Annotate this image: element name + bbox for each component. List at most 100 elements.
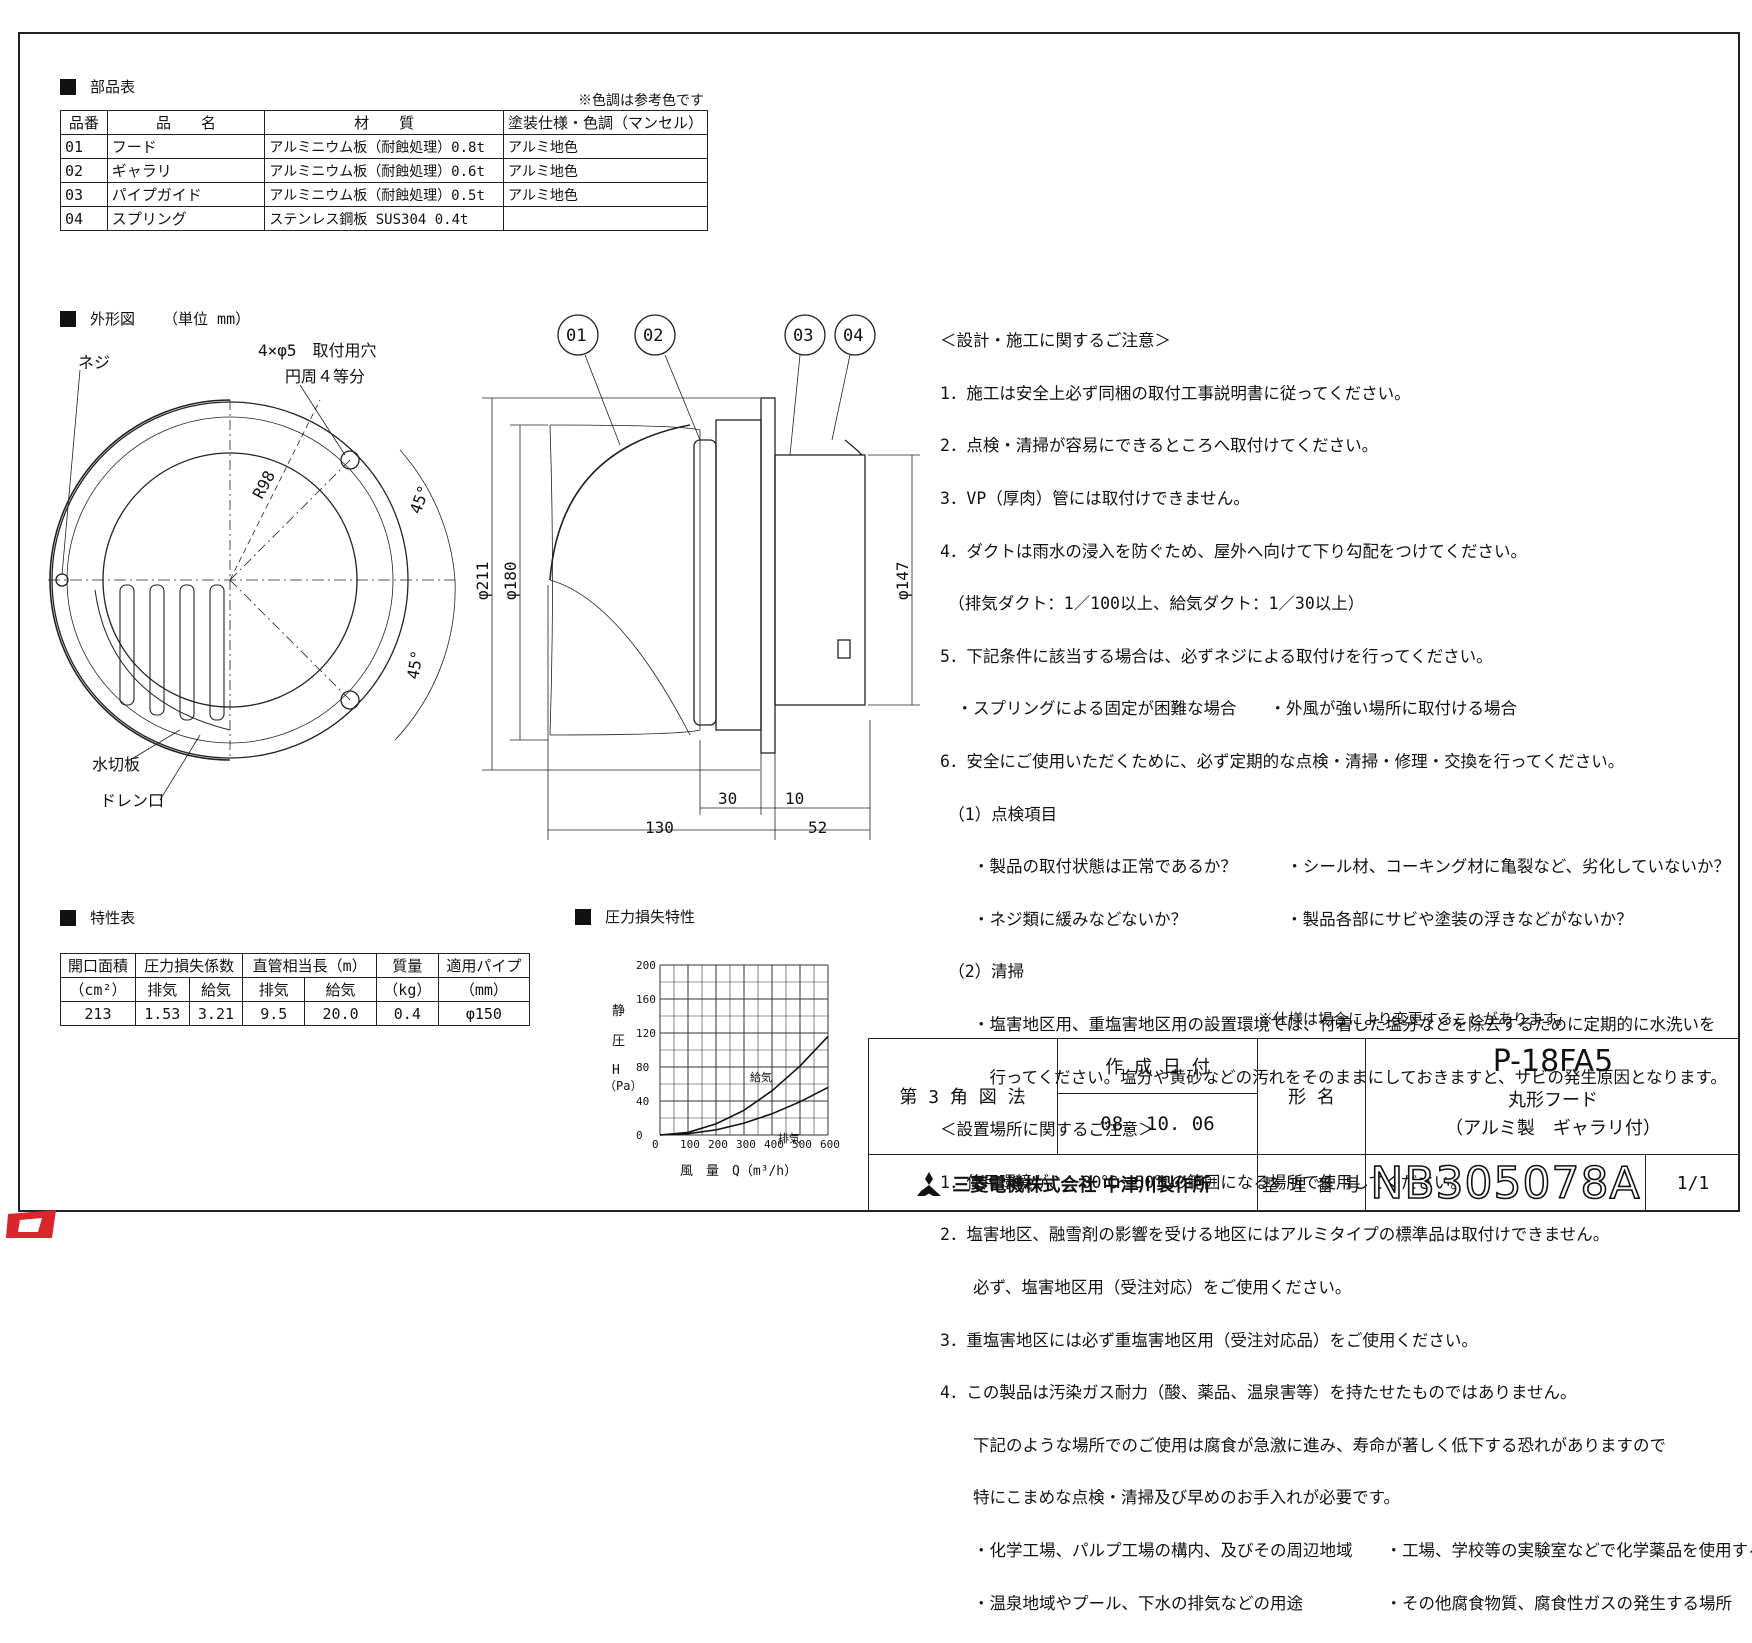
note-item: 3．VP（厚肉）管には取付けできません。 bbox=[940, 489, 1250, 509]
header-cell: 材 質 bbox=[264, 110, 504, 135]
section-bullet-icon bbox=[575, 908, 591, 925]
header-cell: 直管相当長（m） bbox=[242, 953, 377, 978]
header-cell: （mm） bbox=[437, 977, 531, 1002]
table-row: 213 1.53 3.21 9.5 20.0 0.4 φ150 bbox=[60, 1001, 531, 1026]
projection-cell: 第 3 角 図 法 bbox=[868, 1038, 1058, 1154]
note-item: 4．この製品は汚染ガス耐力（酸、薬品、温泉害等）を持たせたものではありません。 bbox=[940, 1383, 1577, 1403]
value-cell: 9.5 bbox=[242, 1001, 306, 1026]
screw-label: ネジ bbox=[78, 353, 110, 372]
y-tick-label: 40 bbox=[636, 1095, 649, 1108]
balloon-03 bbox=[784, 314, 826, 356]
table-row: （cm²） 排気 給気 排気 給気 （kg） （mm） bbox=[60, 977, 531, 1002]
y-tick-label: 0 bbox=[636, 1129, 643, 1142]
balloon-01 bbox=[557, 314, 599, 356]
value-cell: 3.21 bbox=[188, 1001, 244, 1026]
header-cell: 給気 bbox=[188, 977, 244, 1002]
drawing-number: NB305078A bbox=[1366, 1154, 1646, 1212]
drain-label: ドレン口 bbox=[100, 791, 164, 810]
note-item: 2．点検・清掃が容易にできるところへ取付けてください。 bbox=[940, 436, 1379, 456]
date-value: 08. 10. 06 bbox=[1058, 1094, 1258, 1154]
hood-lower-profile bbox=[549, 579, 691, 736]
header-cell: 開口面積 bbox=[60, 953, 136, 978]
y-axis-unit: （Pa） bbox=[604, 1079, 642, 1093]
gallery-edge bbox=[94, 589, 231, 731]
characteristics-title: 特性表 bbox=[60, 907, 135, 928]
holes-label: 4×φ5 取付用穴 bbox=[258, 341, 377, 360]
hood-profile bbox=[549, 424, 691, 581]
section-bullet-icon bbox=[60, 310, 76, 327]
part-number: 02 bbox=[60, 158, 108, 183]
balloon-02 bbox=[634, 314, 676, 356]
y-tick-label: 80 bbox=[636, 1061, 649, 1074]
balloon-04 bbox=[834, 314, 876, 356]
part-name: フード bbox=[106, 134, 266, 159]
leader-line bbox=[129, 729, 181, 761]
outline-drawing: ネジ 4×φ5 取付用穴 円周４等分 R98 45° 45° 水切板 ドレン口 … bbox=[48, 314, 920, 840]
note-item: 行ってください。塩分や黄砂などの汚れをそのままにしておきますと、サビの発生原因と… bbox=[940, 1067, 1727, 1087]
part-material: アルミニウム板（耐蝕処理）0.5t bbox=[264, 182, 504, 207]
radius-line bbox=[229, 399, 321, 581]
mounting-hole bbox=[340, 450, 360, 470]
balloon-02-text: 02 bbox=[643, 326, 663, 346]
spec-change-note: ※仕様は場合により変更することがあります。 bbox=[1258, 1010, 1572, 1028]
product-subtitle: （アルミ製 ギャラリ付） bbox=[1445, 1118, 1661, 1139]
holes-sub-label: 円周４等分 bbox=[285, 367, 365, 386]
part-finish bbox=[502, 206, 709, 231]
flange bbox=[715, 419, 762, 731]
note-item: 1．使用環境が、－30℃～50℃の範囲になる場所で使用してください。 bbox=[940, 1172, 1467, 1192]
table-row: 03 パイプガイド アルミニウム板（耐蝕処理）0.5t アルミ地色 bbox=[60, 182, 709, 207]
parts-table-header: 品番 品 名 材 質 塗装仕様・色調（マンセル） bbox=[60, 110, 709, 135]
section-bullet-icon bbox=[60, 78, 76, 95]
design-notes-header: ＜設計・施工に関するご注意＞ bbox=[940, 331, 1171, 351]
outline-title-text: 外形図 bbox=[90, 310, 136, 328]
header-cell: （kg） bbox=[375, 977, 439, 1002]
note-item: 特にこまめな点検・清掃及び早めのお手入れが必要です。 bbox=[940, 1488, 1401, 1508]
part-finish: アルミ地色 bbox=[502, 182, 709, 207]
part-number: 03 bbox=[60, 182, 108, 207]
note-item: ・製品の取付状態は正常であるか？ ・シール材、コーキング材に亀裂など、劣化してい… bbox=[940, 857, 1731, 877]
unit-label: （単位 mm） bbox=[163, 310, 251, 328]
balloon-03-text: 03 bbox=[793, 326, 813, 346]
header-cell: 品 名 bbox=[106, 110, 266, 135]
corner-mark-icon bbox=[6, 1210, 56, 1238]
notes-block: ＜設計・施工に関するご注意＞ 1．施工は安全上必ず同梱の取付工事説明書に従ってく… bbox=[940, 302, 1752, 1643]
table-row: 開口面積 圧力損失係数 直管相当長（m） 質量 適用パイプ bbox=[60, 953, 531, 978]
note-item: ・化学工場、パルプ工場の構内、及びその周辺地域 ・工場、学校等の実験室などで化学… bbox=[940, 1540, 1752, 1560]
x-tick-label: 400 bbox=[764, 1138, 784, 1151]
y-tick-label: 200 bbox=[636, 959, 656, 972]
series-line bbox=[659, 1035, 829, 1136]
y-tick-label: 120 bbox=[636, 1027, 656, 1040]
pipe-guide bbox=[774, 454, 866, 706]
table-row: 04 スプリング ステンレス鋼板 SUS304 0.4t bbox=[60, 206, 709, 231]
balloon-01-text: 01 bbox=[566, 326, 586, 346]
x-tick-label: 600 bbox=[820, 1138, 840, 1151]
value-cell: 20.0 bbox=[304, 1001, 377, 1026]
note-item: （1）点検項目 bbox=[940, 804, 1058, 824]
note-item: 2．塩害地区、融雪剤の影響を受ける地区にはアルミタイプの標準品は取付けできません… bbox=[940, 1225, 1610, 1245]
parts-title-text: 部品表 bbox=[90, 78, 136, 96]
pressure-chart-title: 圧力損失特性 bbox=[575, 906, 695, 927]
color-note: ※色調は参考色です bbox=[578, 93, 704, 109]
value-cell: 0.4 bbox=[375, 1001, 439, 1026]
header-cell: 排気 bbox=[134, 977, 190, 1002]
note-item: （排気ダクト：1／100以上、給気ダクト：1／30以上） bbox=[940, 594, 1365, 614]
note-item: 必ず、塩害地区用（受注対応）をご使用ください。 bbox=[940, 1277, 1352, 1297]
x-tick-label: 300 bbox=[736, 1138, 756, 1151]
pressure-chart-title-text: 圧力損失特性 bbox=[605, 908, 696, 926]
company-cell: 三菱電機株式会社 中津川製作所 bbox=[868, 1154, 1258, 1212]
characteristics-table: 開口面積 圧力損失係数 直管相当長（m） 質量 適用パイプ （cm²） 排気 給… bbox=[60, 953, 531, 1026]
dim-30 bbox=[699, 740, 762, 815]
header-cell: 品番 bbox=[60, 110, 108, 135]
note-item: ・ネジ類に緩みなどないか？ ・製品各部にサビや塗装の浮きなどがないか？ bbox=[940, 909, 1633, 929]
header-cell: 適用パイプ bbox=[437, 953, 531, 978]
x-axis-label: 風 量 Q（m³/h） bbox=[680, 1164, 797, 1179]
dim-130-label: 130 bbox=[645, 818, 674, 837]
note-item: ・温泉地域やプール、下水の排気などの用途 ・その他腐食物質、腐食性ガスの発生する… bbox=[940, 1593, 1732, 1613]
header-cell: 給気 bbox=[304, 977, 377, 1002]
balloon-leaders bbox=[584, 354, 851, 456]
part-name: スプリング bbox=[106, 206, 266, 231]
hole-axis bbox=[229, 459, 351, 581]
